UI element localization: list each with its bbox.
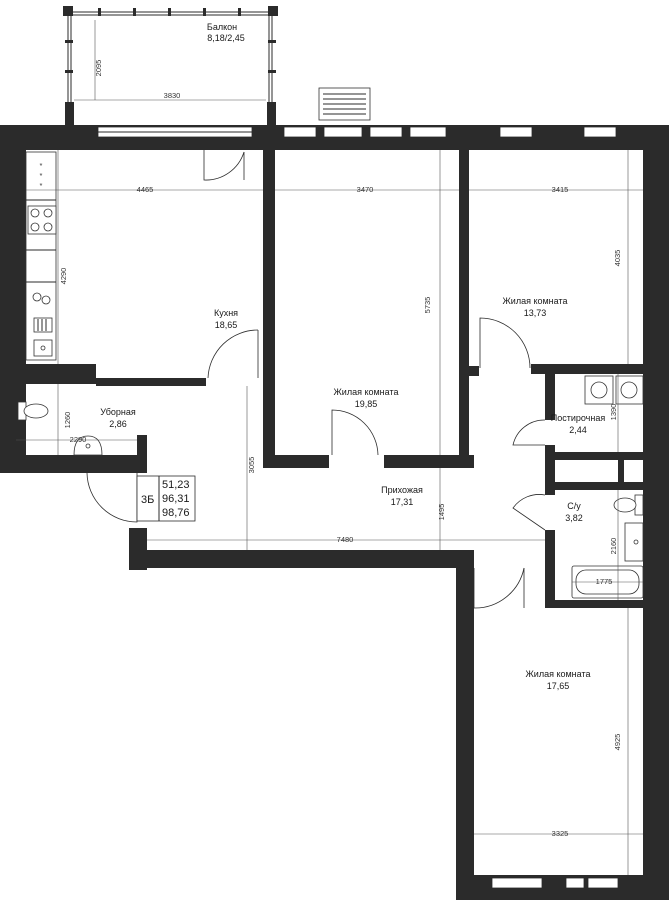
kitchen-height-dim: 4290 <box>59 268 68 285</box>
toilet-sink-icon <box>73 435 103 456</box>
balcony-area: 8,18/2,45 <box>207 33 245 43</box>
kitchen-name: Кухня <box>214 308 238 318</box>
hall-height-dim-2: 1495 <box>437 504 446 521</box>
apartment-type: 3Б <box>141 494 154 506</box>
svg-text:*: * <box>40 181 43 190</box>
hall-height-dim-1: 3055 <box>247 457 256 474</box>
living3-name: Жилая комната <box>525 669 590 679</box>
toilet-bowl-icon <box>17 401 49 421</box>
living1-width-dim: 3470 <box>357 185 374 194</box>
hall-name: Прихожая <box>381 485 423 495</box>
washing-machine-icon <box>584 375 644 405</box>
stove-icon <box>27 205 57 235</box>
bath-sink-icon <box>624 522 644 562</box>
svg-text:*: * <box>40 171 43 180</box>
hall-width-dim: 7480 <box>337 535 354 544</box>
windows-bottom <box>491 877 619 889</box>
living2-width-dim: 3415 <box>552 185 569 194</box>
balcony-width-dim: 3830 <box>164 91 181 100</box>
living1-area: 19,85 <box>355 399 378 409</box>
balcony-height-dim: 2095 <box>94 60 103 77</box>
total-area-with-balcony: 98,76 <box>162 507 190 519</box>
kitchen-sink-icon <box>33 339 53 357</box>
bath-toilet-icon <box>613 494 644 516</box>
living1-name: Жилая комната <box>333 387 398 397</box>
doors <box>86 150 546 609</box>
toilet-area: 2,86 <box>109 419 127 429</box>
living2-name: Жилая комната <box>502 296 567 306</box>
windows-top <box>97 126 617 138</box>
living3-height-dim: 4925 <box>613 734 622 751</box>
living2-area: 13,73 <box>524 308 547 318</box>
ventilation-unit-icon <box>318 87 371 121</box>
bath-name: С/у <box>567 501 581 511</box>
laundry-height-dim: 1390 <box>609 404 618 421</box>
toilet-height-dim: 1260 <box>63 412 72 429</box>
bath-height-dim: 2160 <box>609 538 618 555</box>
total-area: 96,31 <box>162 493 190 505</box>
svg-text:*: * <box>40 161 43 170</box>
toilet-width-dim: 2290 <box>70 435 87 444</box>
balcony <box>63 6 278 126</box>
dimension-lines <box>16 150 643 875</box>
bath-area: 3,82 <box>565 513 583 523</box>
kitchen-width-dim: 4465 <box>137 185 154 194</box>
area-summary-box: 3Б 51,23 96,31 98,76 <box>136 475 196 522</box>
living-area: 51,23 <box>162 479 190 491</box>
balcony-name: Балкон <box>207 22 237 32</box>
kitchen-area: 18,65 <box>215 320 238 330</box>
hall-area: 17,31 <box>391 497 414 507</box>
bathtub-width-dim: 1775 <box>596 577 613 586</box>
laundry-area: 2,44 <box>569 425 587 435</box>
laundry-name: Постирочная <box>551 413 606 423</box>
kitchen-grill-icon <box>33 317 53 333</box>
toilet-name: Уборная <box>100 407 136 417</box>
living1-height-dim: 5735 <box>423 297 432 314</box>
living3-width-dim: 3325 <box>552 829 569 838</box>
living2-height-dim: 4035 <box>613 250 622 267</box>
dishwasher-icon <box>32 292 51 305</box>
range-hood-icon: * * * <box>40 161 43 190</box>
living3-area: 17,65 <box>547 681 570 691</box>
